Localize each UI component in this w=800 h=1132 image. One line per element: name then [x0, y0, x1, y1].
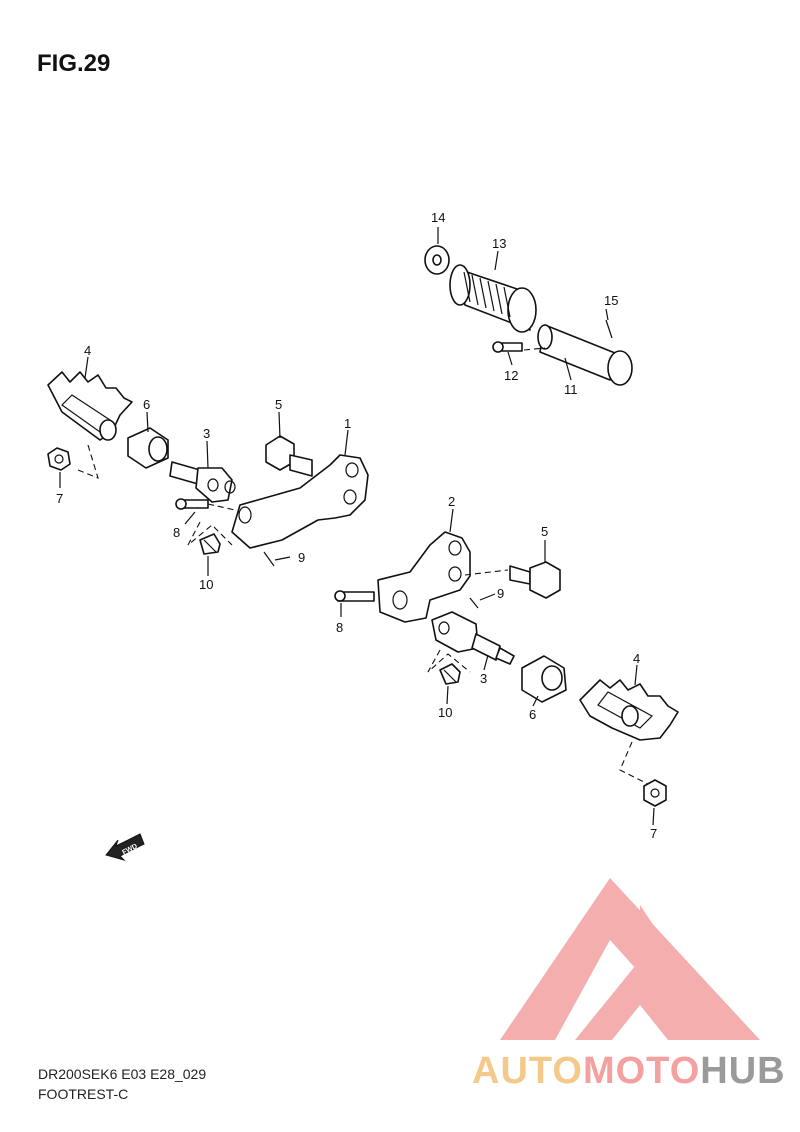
- callout-5-right: 5: [541, 524, 548, 539]
- part-10-spring-right: [439, 663, 461, 685]
- part-9-clip-left: [263, 551, 275, 567]
- part-6-bushing-left: [127, 427, 169, 469]
- callout-7-right: 7: [650, 826, 657, 841]
- part-4-footrest-left: [47, 371, 133, 441]
- callout-3-right: 3: [480, 671, 487, 686]
- part-8-pin-left: [175, 498, 209, 510]
- part-7-nut-left: [47, 447, 71, 471]
- watermark-logo-icon: [500, 878, 760, 1040]
- part-9-clip-right: [469, 597, 479, 609]
- part-3-footrest-shaft-right: [431, 611, 515, 665]
- callout-2: 2: [448, 494, 455, 509]
- right-footrest-group: [334, 531, 679, 807]
- callout-15: 15: [604, 293, 618, 308]
- watermark-wordmark: AUTOMOTOHUB: [472, 1050, 786, 1093]
- callout-6-right: 6: [529, 707, 536, 722]
- figure-title: FIG.29: [37, 50, 111, 77]
- callout-11: 11: [564, 382, 578, 397]
- callout-5-left: 5: [275, 397, 282, 412]
- callout-labels: 14 13 15 12 11 4 6 3 5 1 7 8 9 10 2 5 9 …: [56, 210, 657, 841]
- part-1-footrest-bracket-left: [231, 454, 369, 549]
- part-3-footrest-shaft-left: [169, 461, 236, 503]
- part-2-footrest-bracket-right: [377, 531, 471, 623]
- callout-4-right: 4: [633, 651, 640, 666]
- watermark-part-2: MOTO: [582, 1050, 701, 1092]
- callout-8-right: 8: [336, 620, 343, 635]
- callout-9-right: 9: [497, 586, 504, 601]
- part-6-bushing-right: [521, 655, 567, 703]
- model-code: DR200SEK6 E03 E28_029: [38, 1066, 207, 1082]
- watermark-part-1: AUTO: [472, 1050, 583, 1092]
- forward-direction-arrow-icon: FWD: [105, 833, 145, 861]
- part-5-bolt-right: [509, 561, 561, 599]
- callout-8-left: 8: [173, 525, 180, 540]
- left-footrest-group: [47, 371, 369, 567]
- part-13-washer: [424, 245, 450, 275]
- callout-10-right: 10: [438, 705, 452, 720]
- callout-6-left: 6: [143, 397, 150, 412]
- callout-4-left: 4: [84, 343, 91, 358]
- watermark-part-3: HUB: [700, 1050, 786, 1092]
- part-8-pin-right: [334, 590, 375, 602]
- leader-lines: [59, 227, 655, 826]
- part-4-footrest-right: [579, 679, 679, 741]
- part-14-clevis-pin: [492, 341, 523, 353]
- callout-3-left: 3: [203, 426, 210, 441]
- callout-7-left: 7: [56, 491, 63, 506]
- part-11-footrest-peg: [537, 324, 633, 386]
- callout-10-left: 10: [199, 577, 213, 592]
- part-7-nut-right: [643, 779, 667, 807]
- callout-1: 1: [344, 416, 351, 431]
- part-12-rubber-grip: [449, 264, 537, 333]
- part-5-bolt-left: [265, 435, 313, 477]
- part-15-cotter-pin: [605, 319, 613, 339]
- callout-14: 12: [504, 368, 518, 383]
- callout-9-left: 9: [298, 550, 305, 565]
- section-name: FOOTREST-C: [38, 1086, 129, 1102]
- callout-13: 14: [431, 210, 445, 225]
- part-10-spring-left: [199, 533, 221, 555]
- callout-12: 13: [492, 236, 506, 251]
- passenger-footrest-group: [424, 245, 633, 386]
